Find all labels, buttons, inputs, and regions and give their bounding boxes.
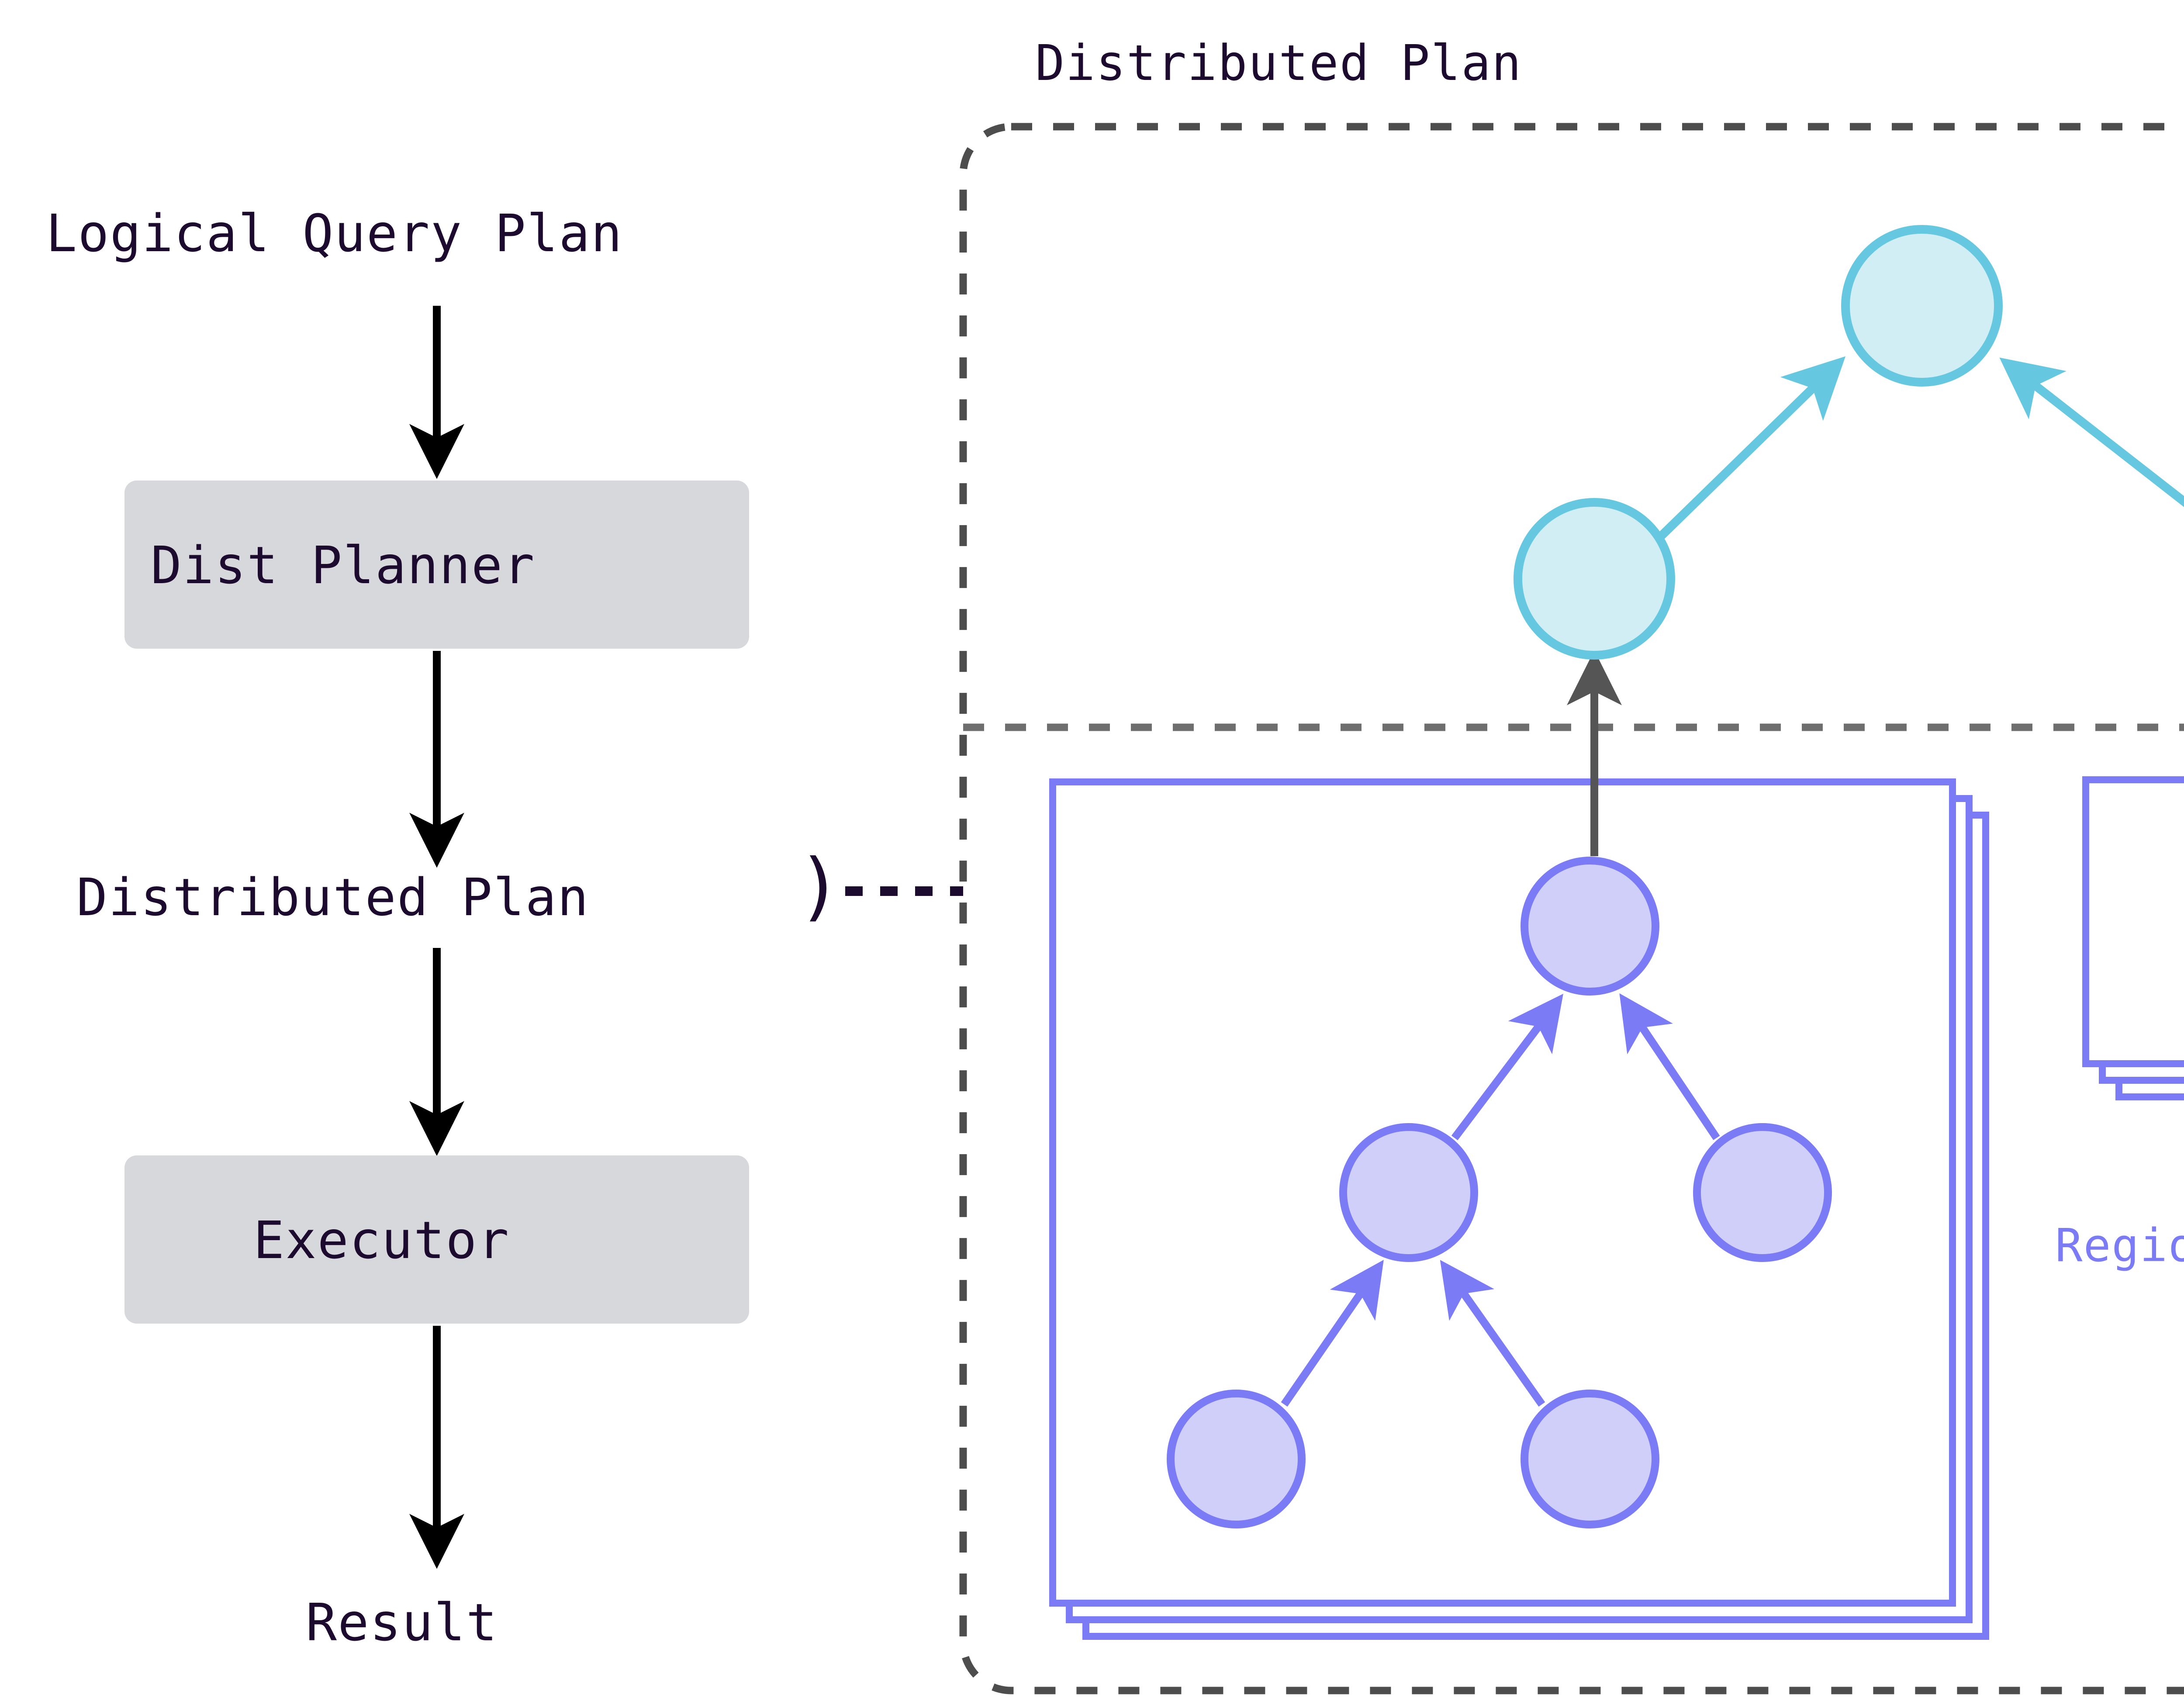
datanode-node-a-root[interactable]	[1521, 857, 1659, 996]
logical-query-plan-label: Logical Query Plan	[46, 203, 623, 263]
edge-dn-a-l1-to-m1	[1281, 1260, 1384, 1407]
frontend-node-root[interactable]	[1841, 225, 2003, 387]
right-region-layer-1[interactable]	[2082, 776, 2184, 1067]
result-label: Result	[306, 1592, 498, 1653]
executor-label: Executor	[253, 1210, 510, 1270]
distributed-plan-bracket-icon: )	[797, 843, 843, 930]
edge-dn-a-m2-to-root	[1619, 993, 1720, 1141]
datanode-node-a-mid-right[interactable]	[1693, 1123, 1832, 1262]
distributed-plan-title: Distributed Plan	[1035, 35, 1522, 92]
datanode-node-a-mid-left[interactable]	[1339, 1123, 1478, 1262]
dist-planner-box[interactable]	[124, 481, 749, 649]
edge-fe-right-to-fe-root	[1999, 357, 2184, 507]
executor-box[interactable]	[124, 1155, 749, 1324]
regions-label: Regions	[2055, 1219, 2184, 1272]
datanode-node-a-leaf-left[interactable]	[1167, 1390, 1306, 1528]
edge-dn-a-m1-to-root	[1451, 993, 1563, 1141]
edge-dn-a-l2-to-m1	[1440, 1260, 1545, 1407]
distributed-plan-mid-label: Distributed Plan	[76, 867, 590, 927]
frontend-node-left[interactable]	[1514, 498, 1675, 660]
edge-fe-left-to-fe-root	[1657, 356, 1846, 541]
datanode-node-a-leaf-right[interactable]	[1521, 1390, 1659, 1528]
distributed-plan-container	[959, 123, 2184, 1694]
dist-planner-label: Dist Planner	[151, 535, 536, 595]
